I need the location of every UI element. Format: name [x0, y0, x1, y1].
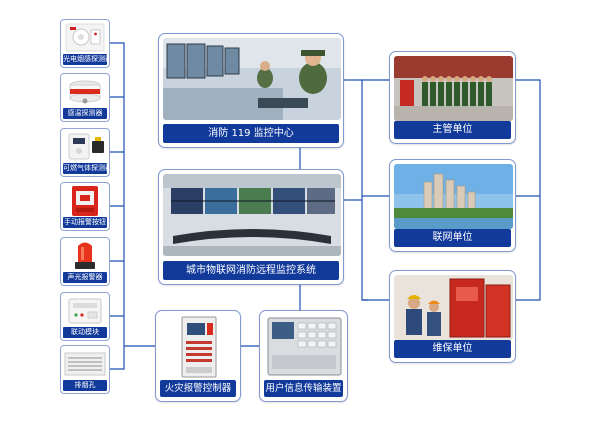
monitor-center-card: 消防 119 监控中心	[158, 33, 344, 148]
gas-detector-icon	[68, 133, 104, 160]
fire-alarm-controller-label: 火灾报警控制器	[160, 380, 236, 397]
device-strobe-siren: 声光报警器	[60, 237, 110, 286]
video-wall-photo	[163, 174, 341, 256]
maintenance-unit-label: 维保单位	[394, 340, 511, 358]
strobe-siren-icon	[75, 242, 95, 269]
monitor-center-label: 消防 119 监控中心	[163, 124, 339, 143]
device-heat-detector: 感温探测器	[60, 73, 110, 122]
user-transmission-device-label: 用户信息传输装置	[264, 380, 343, 397]
fire-alarm-controller-icon	[160, 315, 238, 379]
device-linkage-module: 联动模块	[60, 292, 110, 341]
maintenance-unit-card: 维保单位	[389, 270, 516, 363]
manual-alarm-button-icon	[72, 186, 98, 216]
device-label: 可燃气体探测器	[63, 163, 107, 174]
device-label: 排烟孔	[63, 380, 107, 391]
residential-buildings-photo	[394, 164, 513, 229]
device-manual-alarm-button: 手动报警按钮	[60, 182, 110, 231]
heat-detector-icon	[69, 80, 101, 104]
networked-unit-label: 联网单位	[394, 229, 511, 247]
authority-unit-label: 主管单位	[394, 121, 511, 139]
user-transmission-device-icon	[264, 315, 345, 379]
fire-alarm-controller-card: 火灾报警控制器	[155, 310, 241, 402]
device-label: 感温探测器	[63, 108, 107, 119]
device-smoke-detector: 光电烟感探测器	[60, 19, 110, 68]
iot-system-card: 城市物联网消防远程监控系统	[158, 169, 344, 285]
control-room-photo	[163, 38, 341, 120]
device-gas-detector: 可燃气体探测器	[60, 128, 110, 177]
device-label: 手动报警按钮	[63, 217, 107, 228]
linkage-module-icon	[68, 298, 102, 324]
device-label: 声光报警器	[63, 272, 107, 283]
device-label: 光电烟感探测器	[63, 54, 107, 65]
firefighters-lineup-photo	[394, 56, 513, 121]
smoke-vent-icon	[64, 352, 106, 376]
device-smoke-vent: 排烟孔	[60, 345, 110, 394]
device-label: 联动模块	[63, 327, 107, 338]
user-transmission-device-card: 用户信息传输装置	[259, 310, 348, 402]
authority-unit-card: 主管单位	[389, 51, 516, 144]
maintenance-workers-photo	[394, 275, 513, 340]
networked-unit-card: 联网单位	[389, 159, 516, 252]
iot-system-label: 城市物联网消防远程监控系统	[163, 261, 339, 280]
smoke-detector-icon	[65, 23, 105, 52]
